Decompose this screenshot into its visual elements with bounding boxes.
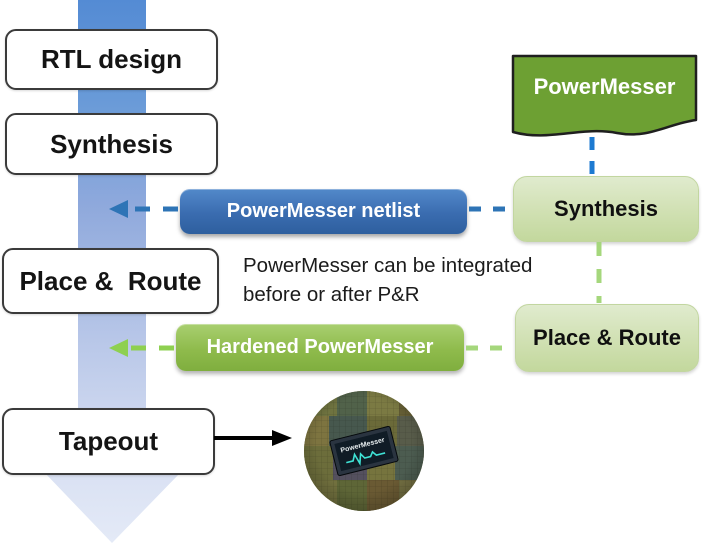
netlist-label: PowerMesser netlist	[226, 200, 421, 222]
stage-label: Synthesis	[554, 196, 658, 221]
note-line-2: before or after P&R	[243, 283, 420, 307]
chip-die-photo-icon: PowerMesser	[304, 391, 424, 511]
hardened-label: Hardened PowerMesser	[206, 336, 434, 358]
wave-banner-shape-icon	[511, 54, 698, 137]
flow-step-label: Place & Route	[19, 265, 202, 296]
note-line-1: PowerMesser can be integrated	[243, 254, 533, 277]
flow-step-rtl-design: RTL design	[5, 29, 218, 90]
flow-step-label: RTL design	[40, 44, 183, 74]
powermesser-netlist-badge: PowerMesser netlist	[180, 189, 467, 234]
flow-step-label: Synthesis	[50, 128, 173, 159]
flow-step-tapeout: Tapeout	[2, 408, 215, 475]
banner-label: PowerMesser	[533, 74, 676, 99]
integration-note: PowerMesser can be integrated before or …	[243, 251, 573, 309]
powermesser-banner: PowerMesser	[511, 54, 698, 142]
stage-synthesis-green: Synthesis	[513, 176, 699, 242]
flow-step-label: Tapeout	[58, 426, 159, 456]
stage-label: Place & Route	[533, 325, 681, 350]
arrowhead-black-right-icon	[272, 430, 292, 446]
stage-place-route-green: Place & Route	[515, 304, 699, 372]
flow-step-place-route: Place & Route	[2, 248, 219, 314]
hardened-powermesser-badge: Hardened PowerMesser	[176, 324, 464, 371]
flow-step-synthesis: Synthesis	[5, 113, 218, 175]
